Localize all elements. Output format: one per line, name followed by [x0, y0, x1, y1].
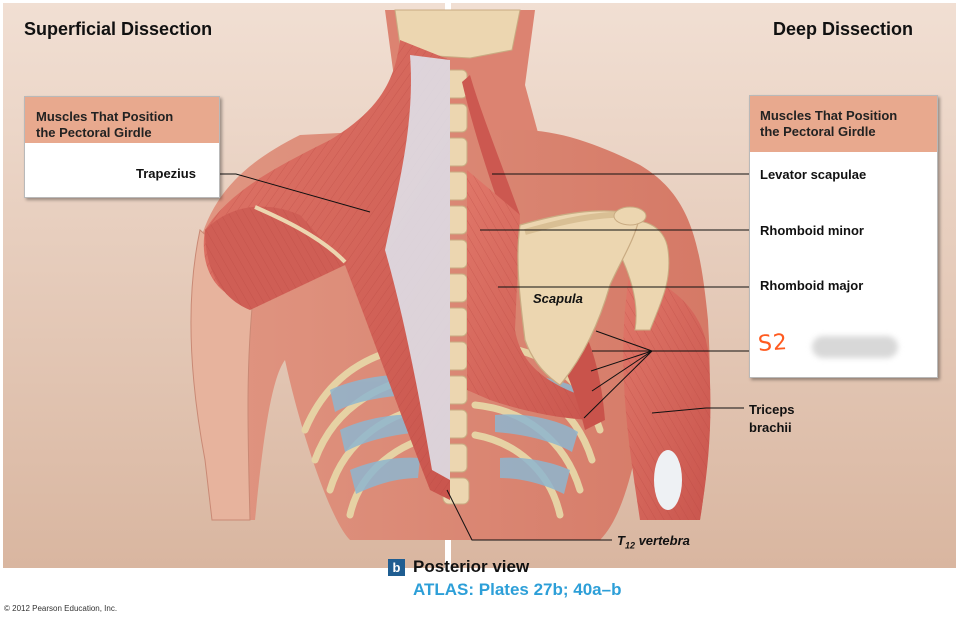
left-box-header: Muscles That Position the Pectoral Girdl… — [25, 97, 219, 143]
superficial-dissection-header: Superficial Dissection — [24, 19, 213, 39]
deep-dissection-header: Deep Dissection — [773, 19, 914, 39]
triceps-fibers — [623, 270, 711, 520]
scapula-bone — [517, 210, 641, 386]
left-box-title-line2: the Pectoral Girdle — [36, 125, 152, 140]
t12-vertebra-label: T12 vertebra — [617, 533, 690, 551]
elbow-tendon — [654, 450, 682, 510]
costal-cartilage — [330, 374, 585, 494]
panel-badge: b — [388, 559, 405, 576]
trapezius-aponeurosis — [385, 55, 450, 480]
handwritten-answer: S2 — [757, 329, 789, 358]
posterior-view-caption: Posterior view — [413, 557, 530, 576]
copyright-notice: © 2012 Pearson Education, Inc. — [4, 604, 118, 613]
rhomboid-fibers — [467, 170, 600, 420]
right-box-title-line2: the Pectoral Girdle — [760, 124, 876, 139]
left-box-title-line1: Muscles That Position — [36, 109, 174, 124]
acromion — [613, 206, 647, 226]
levator-scapulae-label: Levator scapulae — [760, 167, 867, 182]
t12-suffix: vertebra — [634, 533, 690, 548]
right-box-title-line1: Muscles That Position — [760, 108, 898, 123]
t12-letter: T — [617, 533, 625, 548]
humerus-head — [617, 220, 670, 331]
right-muscle-box: Muscles That Position the Pectoral Girdl… — [749, 95, 938, 378]
leader-lines — [208, 173, 756, 541]
triceps-label-line1: Triceps — [749, 402, 795, 417]
rhomboid-major-label: Rhomboid major — [760, 278, 864, 293]
atlas-reference: ATLAS: Plates 27b; 40a–b — [413, 580, 622, 599]
spine-of-scapula-left — [254, 205, 347, 264]
triceps-label-line2: brachii — [749, 420, 792, 435]
t12-subscript: 12 — [624, 540, 635, 551]
trapezius-label: Trapezius — [136, 166, 196, 181]
levator-scapulae-muscle — [462, 75, 520, 222]
left-muscle-box: Muscles That Position the Pectoral Girdl… — [24, 96, 220, 198]
right-box-header: Muscles That Position the Pectoral Girdl… — [750, 96, 937, 152]
triceps-brachii-label: Triceps brachii — [749, 401, 795, 437]
redaction-smudge — [812, 336, 898, 358]
rhomboid-minor-label: Rhomboid minor — [760, 223, 864, 238]
scapula-label: Scapula — [533, 291, 583, 306]
